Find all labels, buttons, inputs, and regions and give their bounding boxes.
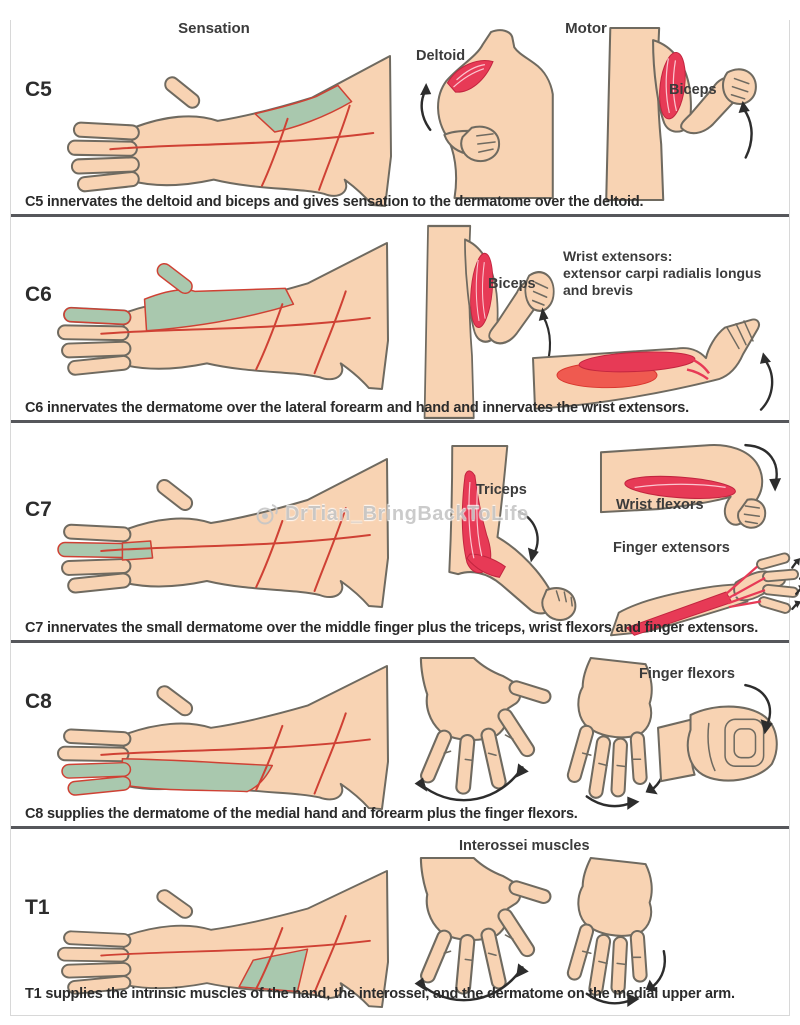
level-label-c5: C5 [25,78,52,101]
watermark: DrTian_BringBackToLife [256,502,529,526]
row-separator [11,420,789,423]
finger-abduction-figure-c8 [414,656,552,802]
muscle-label-finger-extensors: Finger extensors [613,540,730,556]
row-separator [11,214,789,217]
column-header-motor: Motor [565,20,607,37]
dermatome-arm-c6 [57,242,390,390]
wrist-flexors-motor-figure [599,443,782,529]
dermatome-arm-c5 [66,55,392,207]
column-header-sensation: Sensation [178,20,250,37]
muscle-label-wrist-flexors: Wrist flexors [616,497,704,513]
biceps-motor-figure-c6 [423,224,555,420]
diagram-sheet: Sensation Motor C5 Deltoid Bicep [10,20,800,1016]
caption-c8: C8 supplies the dermatome of the medial … [25,806,578,822]
muscle-label-biceps-c5: Biceps [669,82,717,98]
finger-adduction-figure-t1 [566,856,667,1007]
dermatome-arm-c7 [57,458,390,608]
caption-c5: C5 innervates the deltoid and biceps and… [25,194,644,210]
triceps-motor-figure [448,444,577,622]
biceps-motor-figure-c5 [605,26,757,202]
muscle-label-finger-flexors: Finger flexors [639,666,735,682]
dermatome-arm-c8 [57,665,390,810]
deltoid-motor-figure [420,29,554,200]
camera-swirl-icon [256,504,278,525]
muscle-label-triceps: Triceps [476,482,527,498]
caption-t1: T1 supplies the intrinsic muscles of the… [25,986,735,1002]
watermark-text: DrTian_BringBackToLife [285,502,529,525]
finger-adduction-figure-c8 [566,656,667,810]
level-label-c8: C8 [25,690,52,713]
level-label-c6: C6 [25,283,52,306]
wrist-extensors-motor-figure [532,318,774,411]
level-label-t1: T1 [25,896,50,919]
muscle-label-biceps-c6: Biceps [488,276,536,292]
finger-flexors-fist-figure [657,683,778,783]
muscle-label-interossei: Interossei muscles [459,838,590,854]
muscle-label-wrist-extensors: Wrist extensors: extensor carpi radialis… [563,248,762,298]
level-label-c7: C7 [25,498,52,521]
caption-c6: C6 innervates the dermatome over the lat… [25,400,689,416]
caption-c7: C7 innervates the small dermatome over t… [25,620,759,636]
finger-extensors-motor-figure [609,552,800,637]
row-separator [11,640,789,643]
row-separator [11,826,789,829]
dermatome-arm-t1 [57,870,390,1008]
muscle-label-deltoid: Deltoid [416,48,466,64]
finger-abduction-figure-t1 [414,856,552,1002]
